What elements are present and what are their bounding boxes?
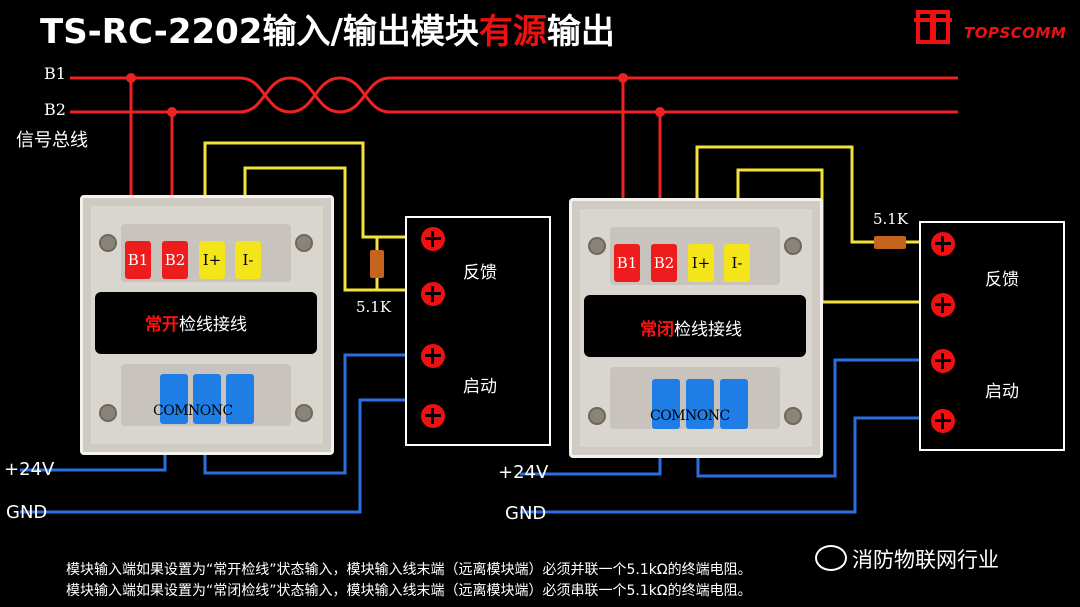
device-feedback-label: 反馈	[985, 270, 1019, 290]
field-device-right: 反馈 启动	[919, 221, 1065, 451]
bus-b2-label: B2	[44, 100, 66, 119]
field-device-left: 反馈 启动	[405, 216, 551, 446]
screw-icon	[99, 234, 117, 252]
watermark-text: 消防物联网行业	[852, 548, 999, 572]
terminal-b1: B1	[614, 244, 640, 282]
resistor-right	[874, 236, 906, 249]
device-feedback-label: 反馈	[463, 263, 497, 283]
wechat-icon	[815, 545, 847, 571]
terminal-plus-icon	[421, 227, 445, 251]
module-window	[95, 292, 317, 354]
screw-icon	[784, 237, 802, 255]
topscomm-logo: TOPSCOMM	[912, 8, 1072, 48]
terminal-nc	[226, 374, 254, 424]
left-24v-label: +24V	[4, 459, 55, 480]
left-gnd-label: GND	[6, 502, 48, 523]
terminal-plus-icon	[931, 409, 955, 433]
note-normally-closed: 模块输入端如果设置为“常闭检线”状态输入，模块输入线末端（远离模块端）必须串联一…	[66, 583, 752, 599]
terminal-no	[193, 374, 221, 424]
title-highlight: 有源	[478, 12, 547, 52]
bus-caption: 信号总线	[16, 130, 88, 151]
com-no-nc-label: COMNONC	[650, 408, 730, 424]
terminal-b1: B1	[125, 241, 151, 279]
terminal-nc	[720, 379, 748, 429]
io-module-left: B1 B2 I+ I- 常开检线接线 COMNONC	[80, 195, 334, 455]
terminal-i-plus: I+	[199, 241, 225, 279]
resistor-right-label: 5.1K	[873, 210, 909, 228]
page-title: TS-RC-2202输入/输出模块有源输出	[40, 4, 615, 53]
device-start-label: 启动	[985, 382, 1019, 402]
resistor-left-label: 5.1K	[356, 298, 392, 316]
screw-icon	[295, 234, 313, 252]
terminal-plus-icon	[421, 282, 445, 306]
caption-mode: 常闭	[640, 320, 674, 340]
terminal-plus-icon	[421, 404, 445, 428]
title-prefix: TS-RC-2202输入/输出模块	[40, 12, 479, 52]
title-bar: TS-RC-2202输入/输出模块有源输出 TOPSCOMM	[0, 0, 1080, 53]
caption-mode: 常开	[145, 315, 179, 335]
device-start-label: 启动	[463, 377, 497, 397]
terminal-no	[686, 379, 714, 429]
terminal-com	[160, 374, 188, 424]
logo-text: TOPSCOMM	[964, 24, 1067, 42]
terminal-b2: B2	[162, 241, 188, 279]
terminal-i-minus: I-	[235, 241, 261, 279]
resistor-left	[370, 250, 384, 278]
bus-b1-label: B1	[44, 64, 66, 83]
note-normally-open: 模块输入端如果设置为“常开检线”状态输入，模块输入线末端（远离模块端）必须并联一…	[66, 562, 752, 578]
terminal-plus-icon	[421, 344, 445, 368]
title-suffix: 输出	[546, 12, 615, 52]
caption-text: 检线接线	[179, 315, 247, 335]
module-window	[584, 295, 806, 357]
screw-icon	[588, 237, 606, 255]
bus-b2-line	[70, 76, 391, 114]
caption-text: 检线接线	[674, 320, 742, 340]
terminal-com	[652, 379, 680, 429]
right-24v-label: +24V	[498, 462, 549, 483]
module-caption: 常闭检线接线	[640, 315, 742, 340]
module-caption: 常开检线接线	[145, 310, 247, 335]
screw-icon	[99, 404, 117, 422]
terminal-plus-icon	[931, 293, 955, 317]
io-module-right: B1 B2 I+ I- 常闭检线接线 COMNONC	[569, 198, 823, 458]
terminal-plus-icon	[931, 349, 955, 373]
terminal-i-plus: I+	[688, 244, 714, 282]
right-gnd-label: GND	[505, 503, 547, 524]
terminal-i-minus: I-	[724, 244, 750, 282]
terminal-b2: B2	[651, 244, 677, 282]
topscomm-logo-icon	[914, 10, 952, 44]
terminal-plus-icon	[931, 232, 955, 256]
bus-b1-line	[70, 76, 391, 114]
screw-icon	[295, 404, 313, 422]
com-no-nc-label: COMNONC	[153, 403, 233, 419]
screw-icon	[784, 407, 802, 425]
screw-icon	[588, 407, 606, 425]
